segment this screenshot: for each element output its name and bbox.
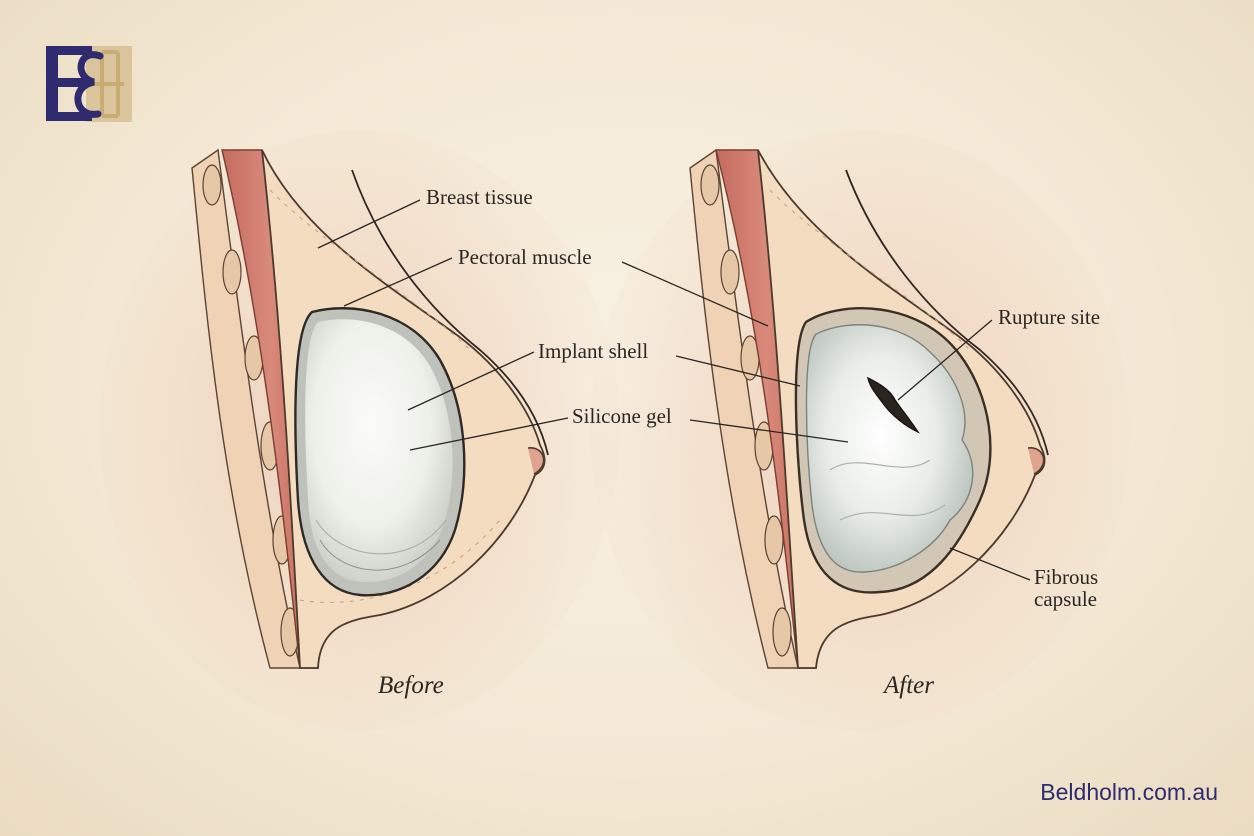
rib-cross-sections xyxy=(700,164,792,657)
before-figure xyxy=(100,130,620,730)
be-monogram-logo-icon xyxy=(46,46,132,122)
label-pectoral-muscle: Pectoral muscle xyxy=(458,245,592,269)
label-breast-tissue: Breast tissue xyxy=(426,185,533,209)
silicone-gel xyxy=(305,319,453,583)
rupture-tear xyxy=(867,376,920,434)
ruptured-implant xyxy=(805,324,974,573)
after-figure xyxy=(590,130,1130,730)
nipple xyxy=(527,447,545,475)
website-link[interactable]: Beldholm.com.au xyxy=(1040,779,1218,805)
label-fibrous-capsule: Fibrous capsule xyxy=(1034,566,1098,610)
caption-before: Before xyxy=(378,672,444,699)
label-rupture-site: Rupture site xyxy=(998,305,1101,329)
label-fibrous-capsule-line2: capsule xyxy=(1034,587,1097,612)
leader-lines xyxy=(317,199,1031,581)
nipple xyxy=(1027,447,1045,475)
label-fibrous-capsule-line1: Fibrous xyxy=(1034,565,1099,589)
skin-outline xyxy=(845,169,1049,456)
caption-after: After xyxy=(884,672,934,699)
label-silicone-gel: Silicone gel xyxy=(572,404,672,428)
skin-outline xyxy=(351,169,549,456)
label-implant-shell: Implant shell xyxy=(538,339,649,363)
